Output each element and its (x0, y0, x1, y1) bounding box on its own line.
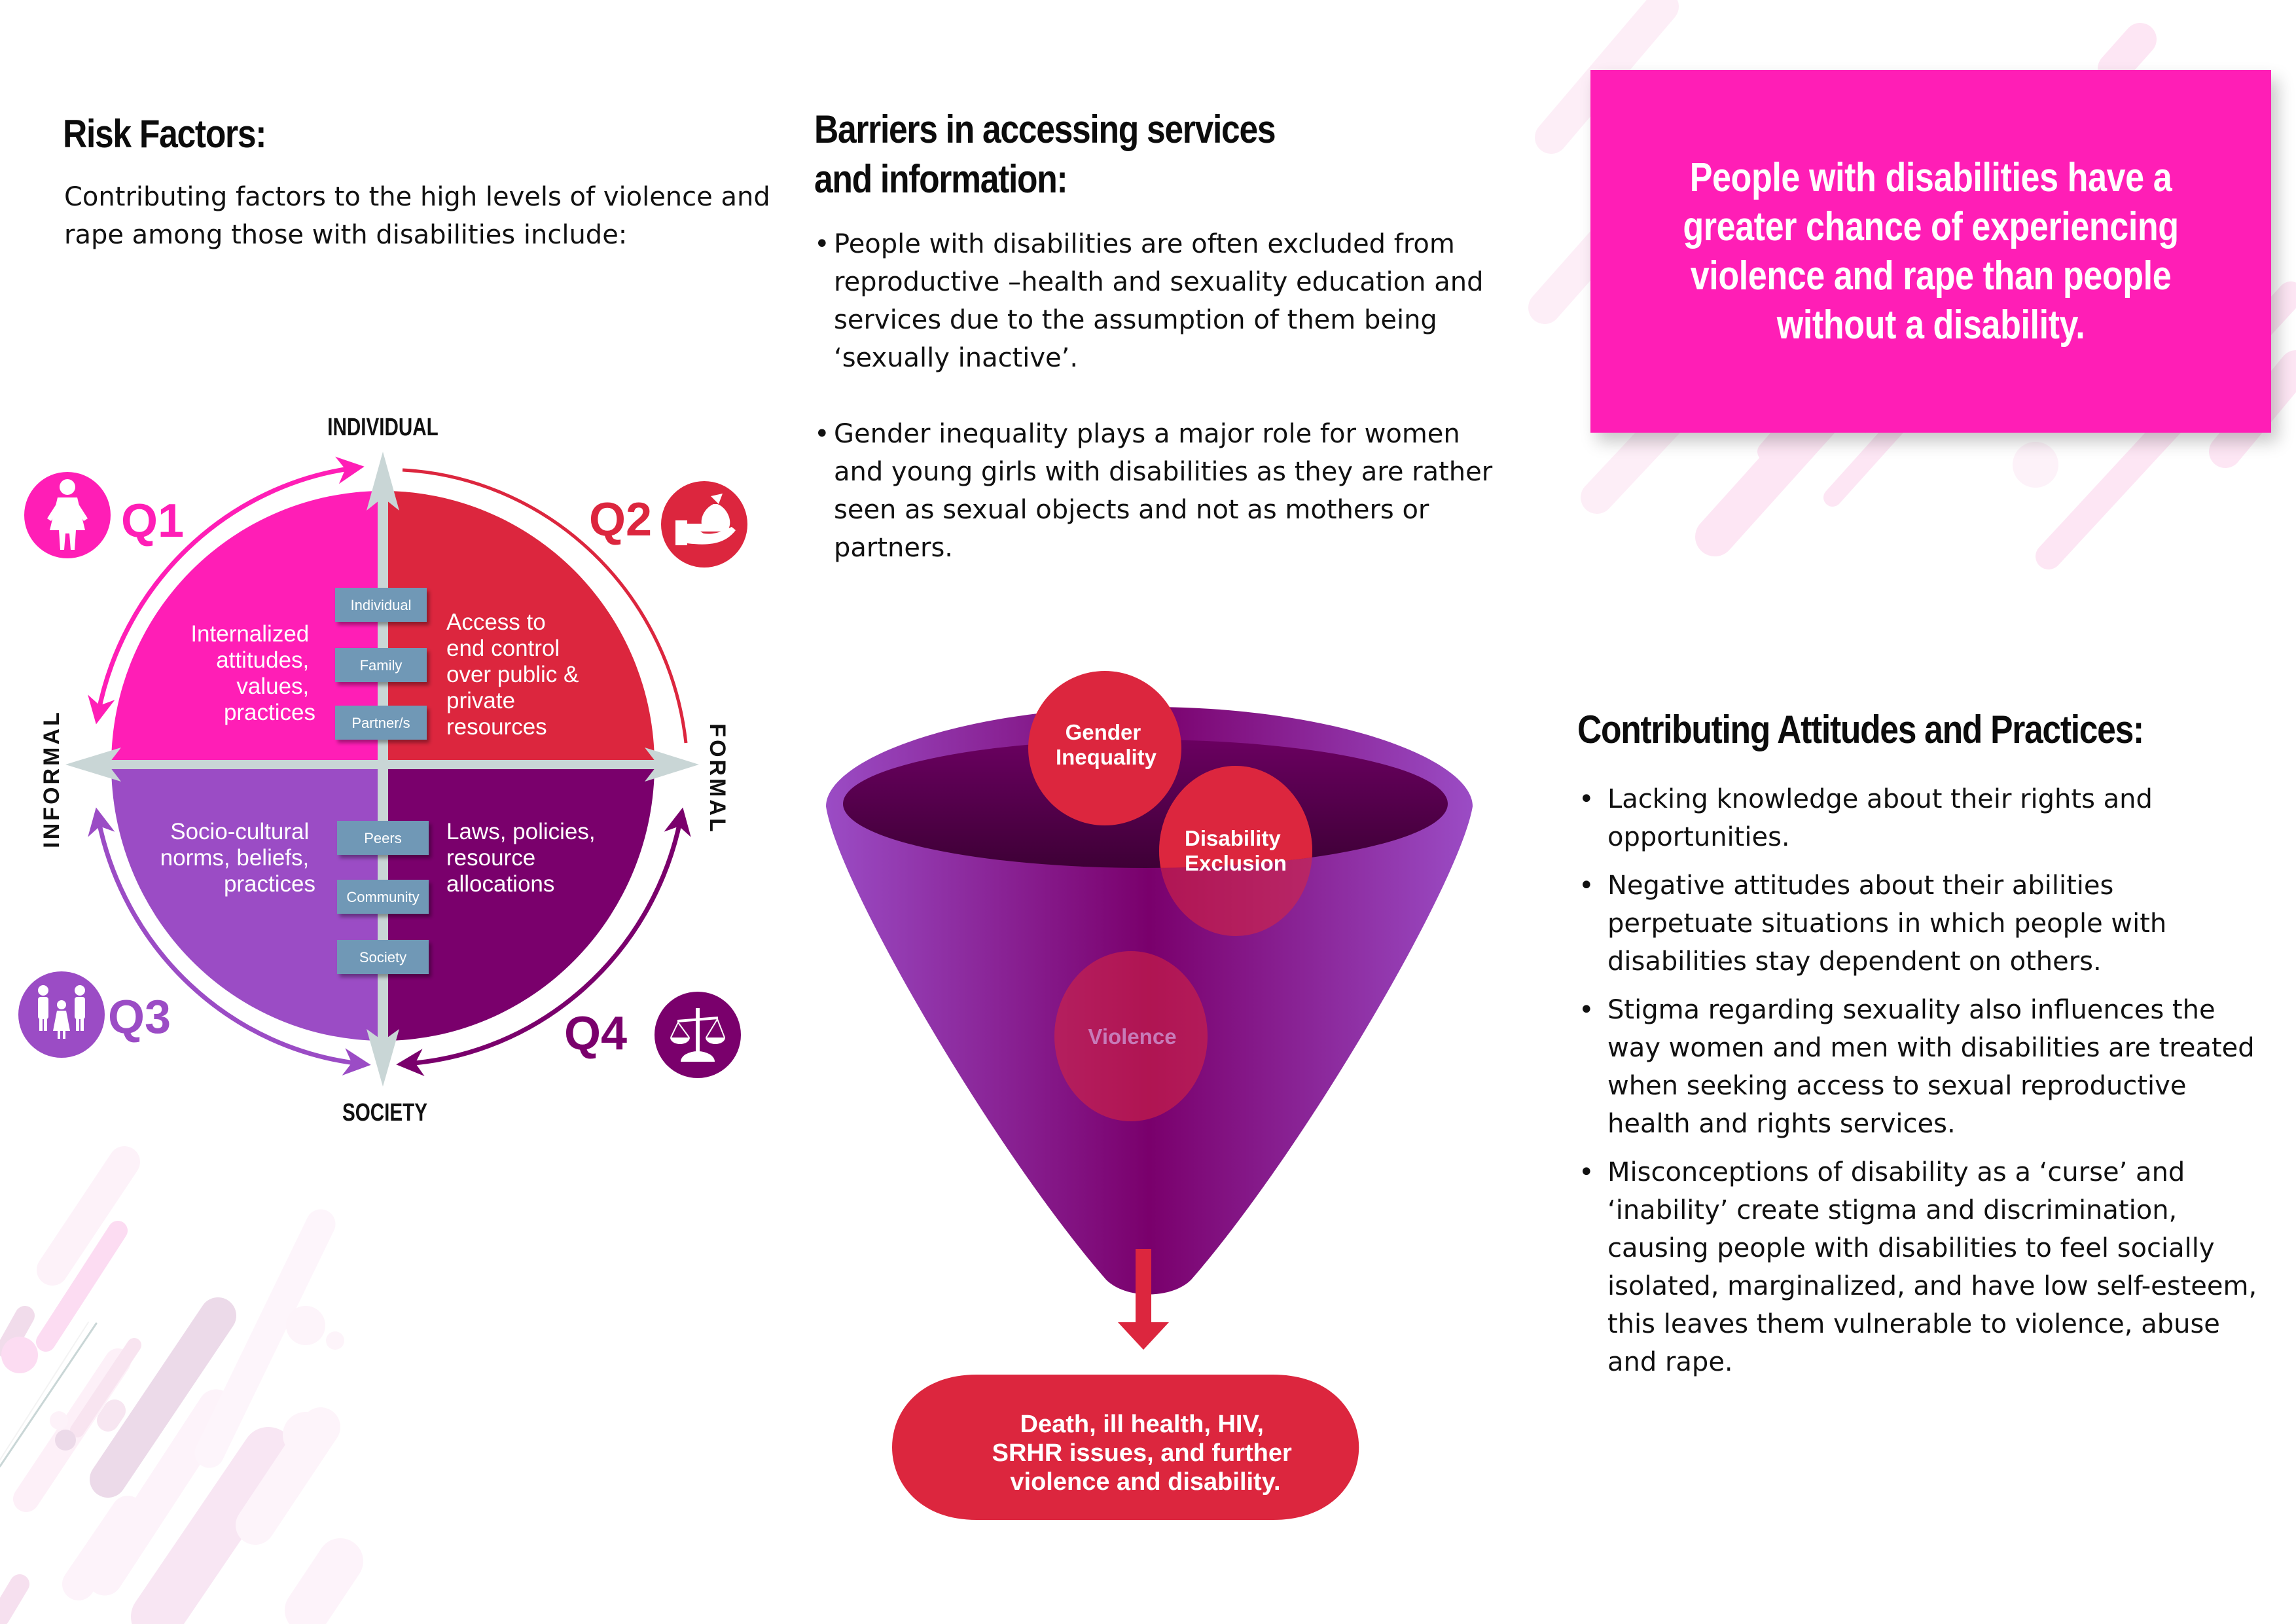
q1-text: Internalized attitudes, values, practice… (190, 621, 315, 725)
funnel-diagram: Gender Inequality Disability Exclusion V… (826, 671, 1473, 1520)
level-box-society: Society (337, 940, 429, 974)
level-box-peers: Peers (337, 821, 429, 855)
ecological-quadrant-diagram: INDIVIDUAL SOCIETY INFORMAL FORMAL Inter… (18, 414, 747, 1127)
horizontal-axis (98, 760, 668, 769)
contributing-list: Lacking knowledge about their rights and… (1579, 780, 2259, 1392)
axis-arrow-right (645, 748, 699, 782)
q2-text-line: private (446, 688, 515, 713)
circle-violence: Violence (1054, 951, 1208, 1121)
q2-text: Access to end control over public & priv… (446, 609, 585, 740)
circle-label: Violence (1088, 1024, 1176, 1049)
q1-label: Q1 (121, 495, 184, 547)
q3-label: Q3 (108, 991, 171, 1043)
outcome-line: SRHR issues, and further (992, 1439, 1292, 1467)
q4-text-line: Laws, policies, (446, 819, 596, 844)
barrier-item: People with disabilities are often exclu… (814, 225, 1501, 377)
contributing-item: Negative attitudes about their abilities… (1579, 867, 2259, 981)
outcome-line: Death, ill health, HIV, (1020, 1411, 1264, 1438)
q1-badge: Q1 (24, 472, 184, 558)
contributing-item: Misconceptions of disability as a ‘curse… (1579, 1153, 2259, 1381)
circle-label: Gender (1066, 720, 1141, 744)
down-arrow (1118, 1249, 1169, 1350)
axis-label-formal: FORMAL (705, 723, 730, 834)
contributing-item: Stigma regarding sexuality also influenc… (1579, 991, 2259, 1143)
risk-factors-intro: Contributing factors to the high levels … (64, 182, 770, 250)
arc-arrow-q1 (88, 456, 365, 725)
q2-text-line: Access to (446, 609, 546, 635)
q2-badge: Q2 (589, 481, 747, 568)
arc-arrow-q3 (88, 807, 371, 1075)
q3-text-line: practices (224, 871, 315, 897)
outcome-box: Death, ill health, HIV, SRHR issues, and… (892, 1375, 1359, 1520)
q3-text-line: Socio-cultural (170, 819, 309, 844)
circle-label: Disability (1185, 826, 1281, 850)
q2-text-line: over public & (446, 662, 579, 687)
axis-arrow-up (367, 452, 399, 511)
callout-text: People with disabilities have a greater … (1683, 155, 2179, 348)
svg-text:Death, ill health, HIV,: Death, ill health, HIV, SRHR issues, and… (992, 1411, 1299, 1496)
q2-text-line: resources (446, 714, 547, 740)
outcome-line: violence and disability. (1010, 1468, 1280, 1496)
q3-badge: Q3 (18, 971, 171, 1058)
q4-label: Q4 (564, 1007, 627, 1060)
circle-label: Exclusion (1185, 851, 1287, 875)
q4-text-line: resource (446, 845, 535, 871)
q1-text-line: practices (224, 700, 315, 725)
level-box-label: Society (359, 949, 406, 965)
axis-arrow-down (367, 1029, 399, 1087)
level-box-label: Peers (364, 830, 401, 846)
level-box-label: Individual (351, 597, 412, 613)
axis-label-informal: INFORMAL (39, 710, 64, 848)
q1-text-line: Internalized (190, 621, 309, 647)
axis-label-society: SOCIETY (342, 1099, 427, 1127)
q4-badge: Q4 (564, 992, 741, 1078)
q3-text-line: norms, beliefs, (160, 845, 310, 871)
svg-text:Violence: Violence (1088, 1024, 1176, 1049)
barrier-item: Gender inequality plays a major role for… (814, 415, 1501, 567)
level-box-label: Partner/s (351, 715, 410, 731)
barriers-list: People with disabilities are often exclu… (814, 225, 1501, 605)
arc-line-q2 (402, 468, 688, 744)
barriers-heading-line1: Barriers in accessing services (814, 107, 1276, 151)
axis-arrow-left (65, 748, 121, 782)
level-box-family: Family (335, 648, 427, 682)
contributing-item: Lacking knowledge about their rights and… (1579, 780, 2259, 856)
circle-label: Inequality (1056, 745, 1157, 769)
level-box-individual: Individual (335, 588, 427, 622)
q1-text-line: values, (236, 674, 309, 699)
barriers-heading-line2: and information: (814, 157, 1068, 201)
svg-text:Disability Exclusion: Disability Exclusion (1185, 826, 1287, 875)
axis-label-individual: INDIVIDUAL (327, 414, 439, 441)
q4-text: Laws, policies, resource allocations (446, 819, 601, 897)
circle-gender-inequality: Gender Inequality (1028, 671, 1181, 825)
svg-text:Gender Inequality: Gender Inequality (1056, 720, 1157, 769)
level-box-label: Community (346, 889, 419, 905)
q1-text-line: attitudes, (216, 647, 309, 673)
arc-arrow-q4 (396, 807, 691, 1077)
level-box-label: Family (360, 657, 403, 674)
q3-text: Socio-cultural norms, beliefs, practices (160, 819, 315, 897)
level-box-partners: Partner/s (335, 706, 427, 740)
contributing-heading: Contributing Attitudes and Practices: (1577, 708, 2144, 751)
q2-text-line: end control (446, 636, 560, 661)
circle-disability-exclusion: Disability Exclusion (1159, 766, 1312, 936)
quadrant-q2 (383, 491, 655, 765)
q2-label: Q2 (589, 494, 652, 546)
key-fact-callout: People with disabilities have a greater … (1590, 70, 2271, 433)
level-box-community: Community (337, 880, 429, 914)
q4-text-line: allocations (446, 871, 554, 897)
risk-factors-heading: Risk Factors: (63, 112, 266, 156)
barriers-heading: Barriers in accessing services and infor… (814, 105, 1276, 204)
